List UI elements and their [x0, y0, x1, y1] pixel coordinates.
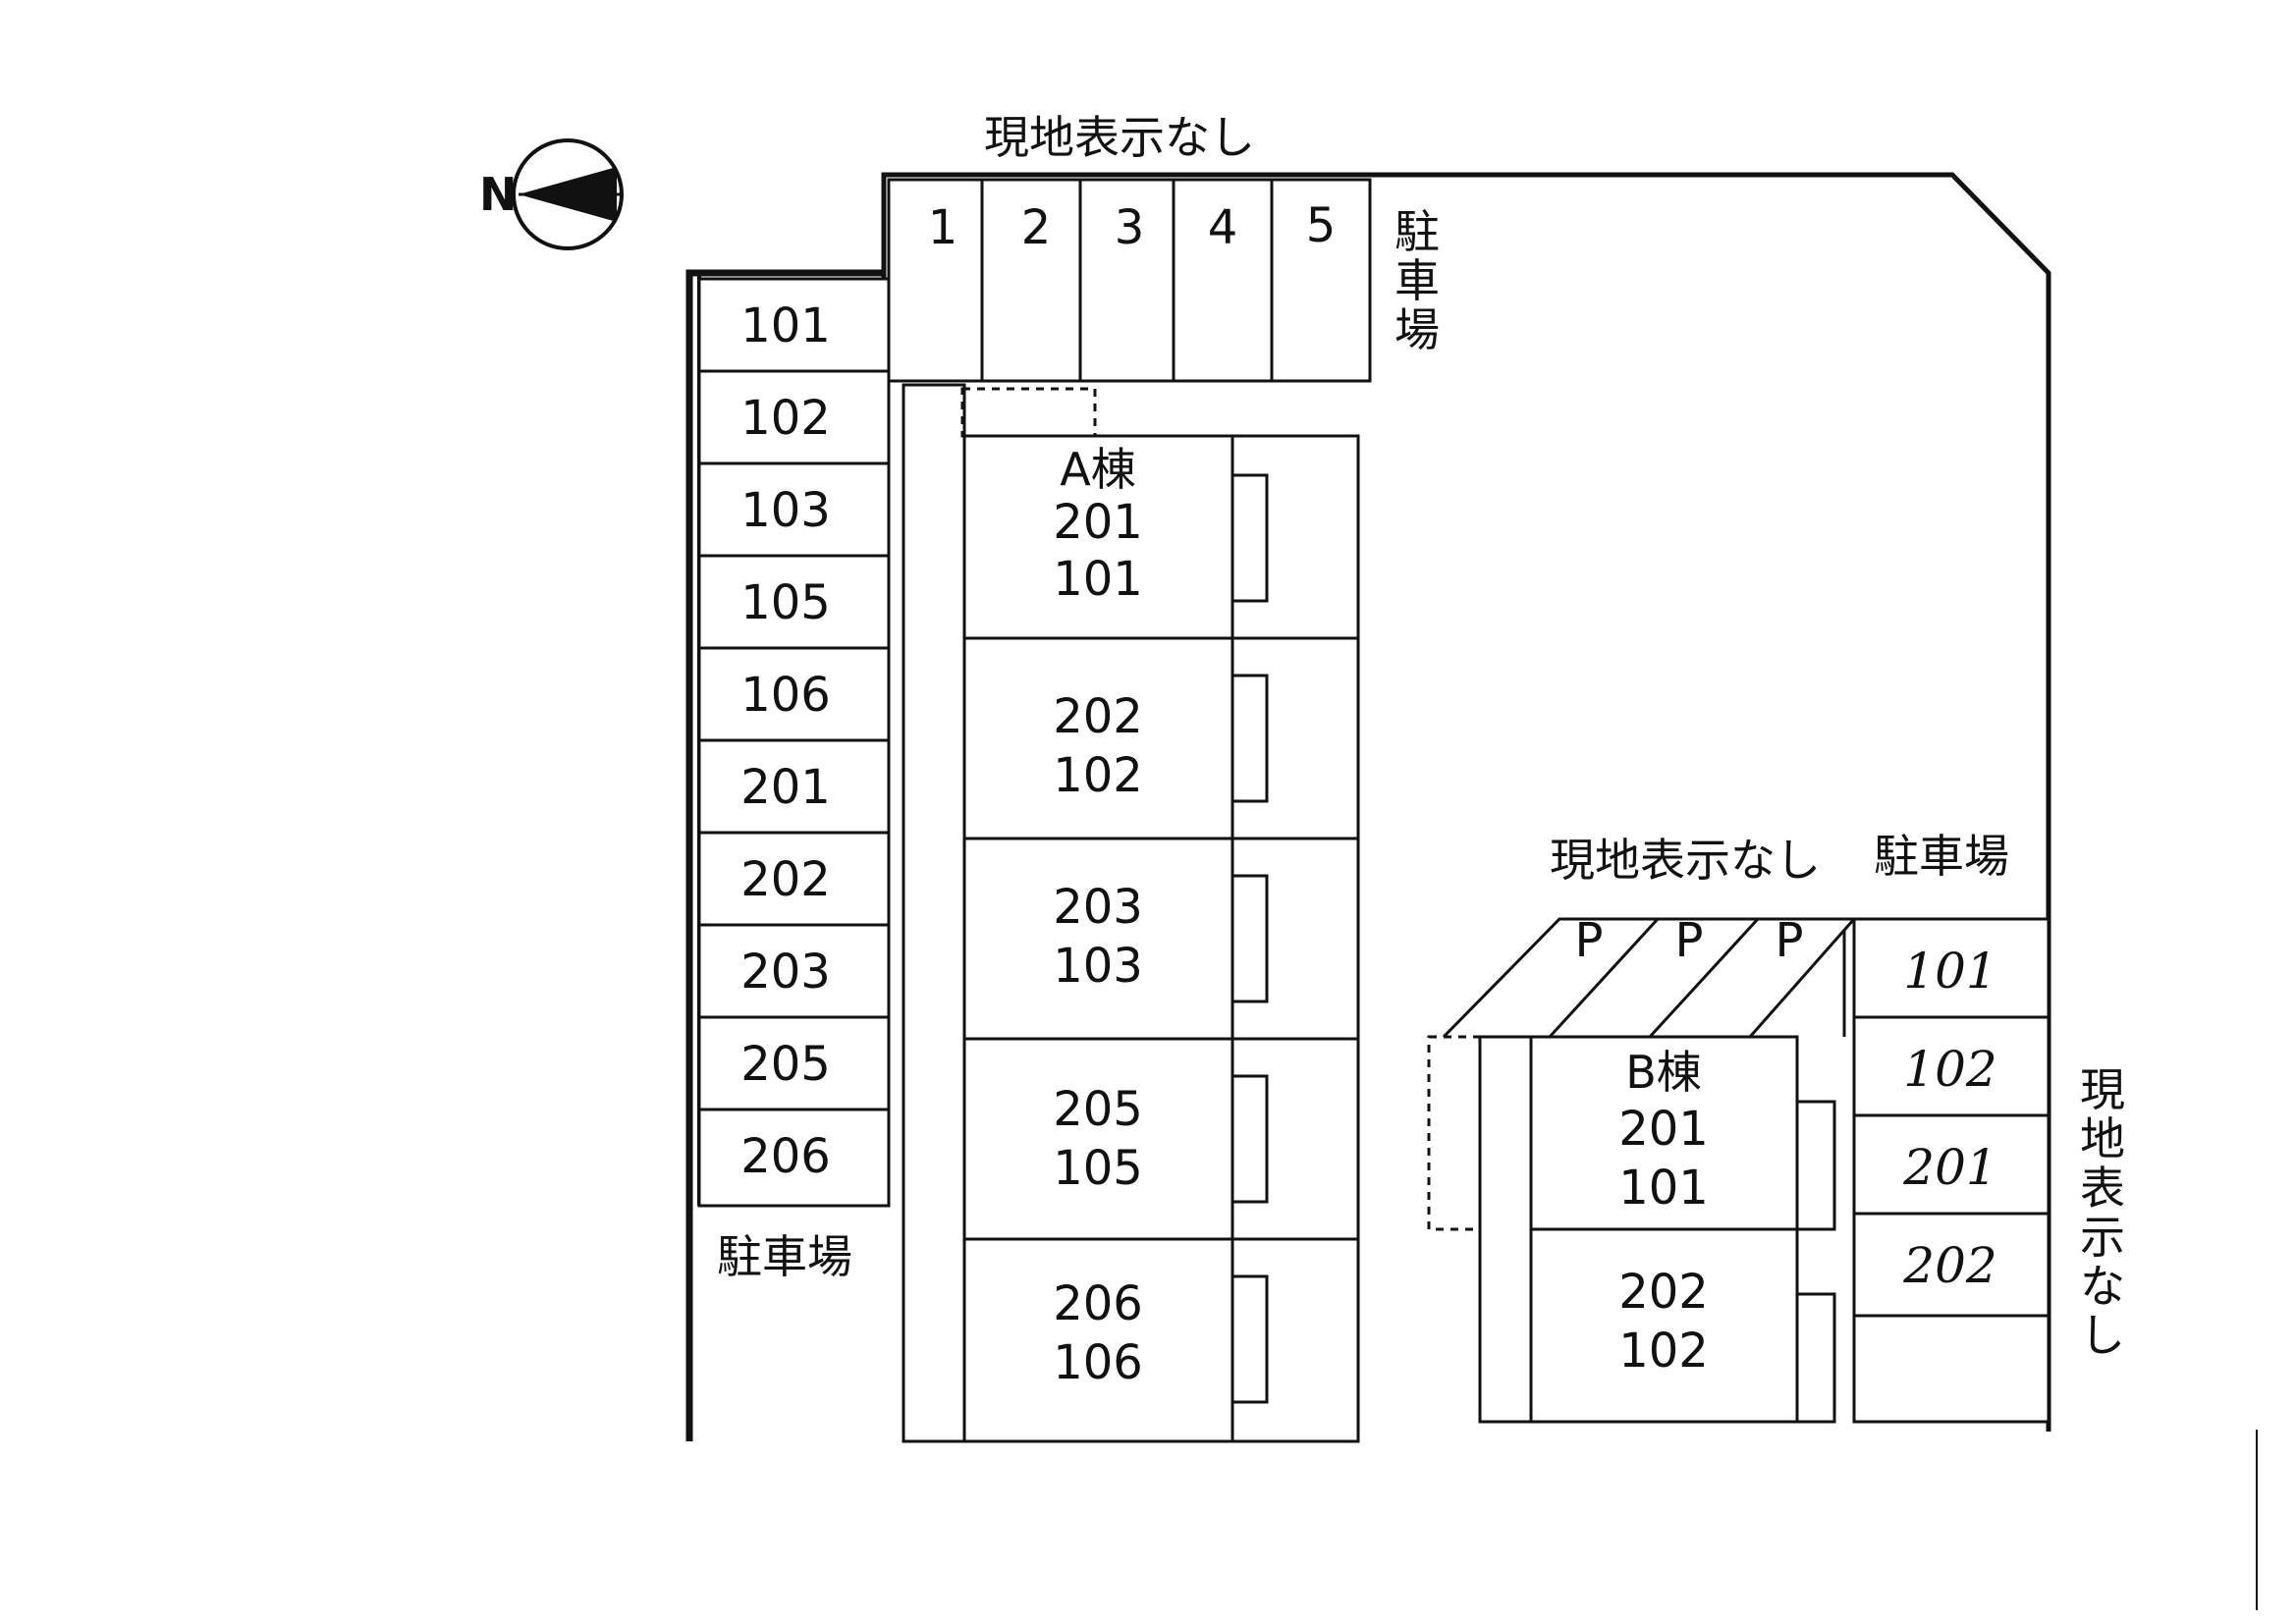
svg-text:示: 示 — [2080, 1211, 2125, 1264]
building-b: B棟 201 101 202 102 — [1427, 1035, 1836, 1424]
unit-number-upper: 202 — [1053, 689, 1143, 744]
parking-space-label: 4 — [1208, 200, 1238, 255]
parking-space — [697, 554, 891, 650]
parking-space-label: 201 — [1902, 1139, 1996, 1196]
parking-space-label: 102 — [1903, 1041, 1996, 1098]
parking-marker: P — [1776, 913, 1804, 968]
unit-number-lower: 103 — [1053, 939, 1143, 994]
unit-number-upper: 203 — [1053, 880, 1143, 935]
parking-space — [697, 831, 891, 927]
parking-space — [1852, 1015, 2050, 1117]
compass: N — [479, 138, 624, 250]
b-area-no-sign-label: 現地表示なし — [1550, 834, 1821, 887]
unit-balcony — [1230, 1074, 1269, 1204]
svg-text:な: な — [2080, 1260, 2125, 1313]
top-parking-spaces: 1 2 3 4 5 — [887, 178, 1372, 383]
building-a-body — [962, 434, 1234, 1443]
left-parking-spaces: 101 102 103 105 106 201 202 203 205 206 — [697, 277, 891, 1208]
building-a: A棟 201 101 202 102 203 103 205 105 206 1… — [902, 383, 1360, 1443]
parking-space-label: 106 — [740, 668, 831, 723]
parking-marker: P — [1575, 913, 1604, 968]
unit-balcony — [1230, 1274, 1269, 1404]
parking-space-label: 102 — [740, 391, 831, 446]
parking-space — [980, 178, 1082, 383]
parking-space-label: 202 — [1902, 1237, 1996, 1294]
parking-space-label: 201 — [740, 760, 831, 815]
unit-number-lower: 101 — [1618, 1161, 1709, 1216]
unit-balcony — [1230, 874, 1269, 1003]
parking-space-label: 103 — [740, 483, 831, 538]
parking-space — [1270, 178, 1372, 383]
svg-text:車: 車 — [1394, 254, 1440, 307]
parking-space-label: 5 — [1306, 198, 1337, 253]
building-a-stair-outline — [960, 387, 1097, 438]
b-area-parking-label: 駐車場 — [1874, 830, 2009, 883]
svg-text:場: 場 — [1394, 303, 1440, 356]
parking-space — [1852, 1314, 2050, 1424]
parking-marker: P — [1675, 913, 1704, 968]
unit-number-upper: 202 — [1618, 1265, 1709, 1320]
b-parking-spaces: 101 102 201 202 — [1852, 917, 2050, 1424]
parking-space — [697, 646, 891, 742]
building-b-name: B棟 — [1625, 1046, 1702, 1099]
parking-space — [697, 738, 891, 835]
parking-space-label: 2 — [1021, 200, 1052, 255]
svg-text:現: 現 — [2080, 1063, 2125, 1116]
parking-space — [697, 369, 891, 465]
unit-number-upper: 205 — [1053, 1082, 1143, 1137]
building-b-corridor — [1478, 1035, 1533, 1424]
unit-number-lower: 105 — [1053, 1141, 1143, 1196]
unit-number-upper: 206 — [1053, 1276, 1143, 1331]
unit-number-lower: 102 — [1618, 1324, 1709, 1379]
parking-space — [1852, 1212, 2050, 1318]
parking-space-label: 1 — [928, 200, 958, 255]
building-b-stair-outline — [1427, 1035, 1482, 1231]
parking-space — [697, 923, 891, 1019]
svg-text:駐: 駐 — [1394, 205, 1440, 258]
parking-space — [887, 178, 984, 383]
parking-space — [1852, 917, 2050, 1019]
parking-space — [697, 1108, 891, 1208]
top-parking-label: 駐 車 場 — [1394, 205, 1440, 356]
b-diagonal-parking: P P P — [1442, 913, 1856, 1039]
building-a-corridor — [902, 383, 966, 1443]
parking-space-label: 205 — [740, 1037, 831, 1092]
svg-text:地: 地 — [2080, 1112, 2125, 1165]
parking-space-label: 101 — [1903, 943, 1996, 1000]
svg-text:し: し — [2080, 1309, 2125, 1362]
compass-circle-icon — [512, 138, 624, 250]
unit-number-lower: 101 — [1053, 552, 1143, 607]
building-a-name: A棟 — [1060, 443, 1135, 496]
svg-text:表: 表 — [2080, 1162, 2125, 1215]
parking-space-label: 3 — [1115, 200, 1145, 255]
parking-space-label: 202 — [740, 852, 831, 907]
left-parking-label: 駐車場 — [717, 1230, 852, 1283]
parking-space-label: 203 — [740, 945, 831, 1000]
right-no-sign-label: 現 地 表 示 な し — [2080, 1063, 2125, 1362]
parking-space — [697, 461, 891, 558]
compass-north-label: N — [479, 168, 518, 221]
unit-number-lower: 102 — [1053, 748, 1143, 803]
parking-space-label: 101 — [740, 298, 831, 353]
unit-balcony — [1230, 473, 1269, 603]
unit-number-upper: 201 — [1618, 1102, 1709, 1157]
unit-balcony — [1795, 1292, 1836, 1424]
unit-number-upper: 201 — [1053, 495, 1143, 550]
unit-balcony — [1795, 1100, 1836, 1231]
compass-arrow-icon — [519, 167, 617, 222]
top-no-sign-label: 現地表示なし — [984, 111, 1255, 164]
parking-space — [697, 1015, 891, 1111]
parking-space-label: 105 — [740, 575, 831, 630]
unit-number-lower: 106 — [1053, 1335, 1143, 1390]
parking-space — [697, 277, 891, 373]
parking-space-label: 206 — [740, 1129, 831, 1184]
unit-balcony — [1230, 674, 1269, 803]
